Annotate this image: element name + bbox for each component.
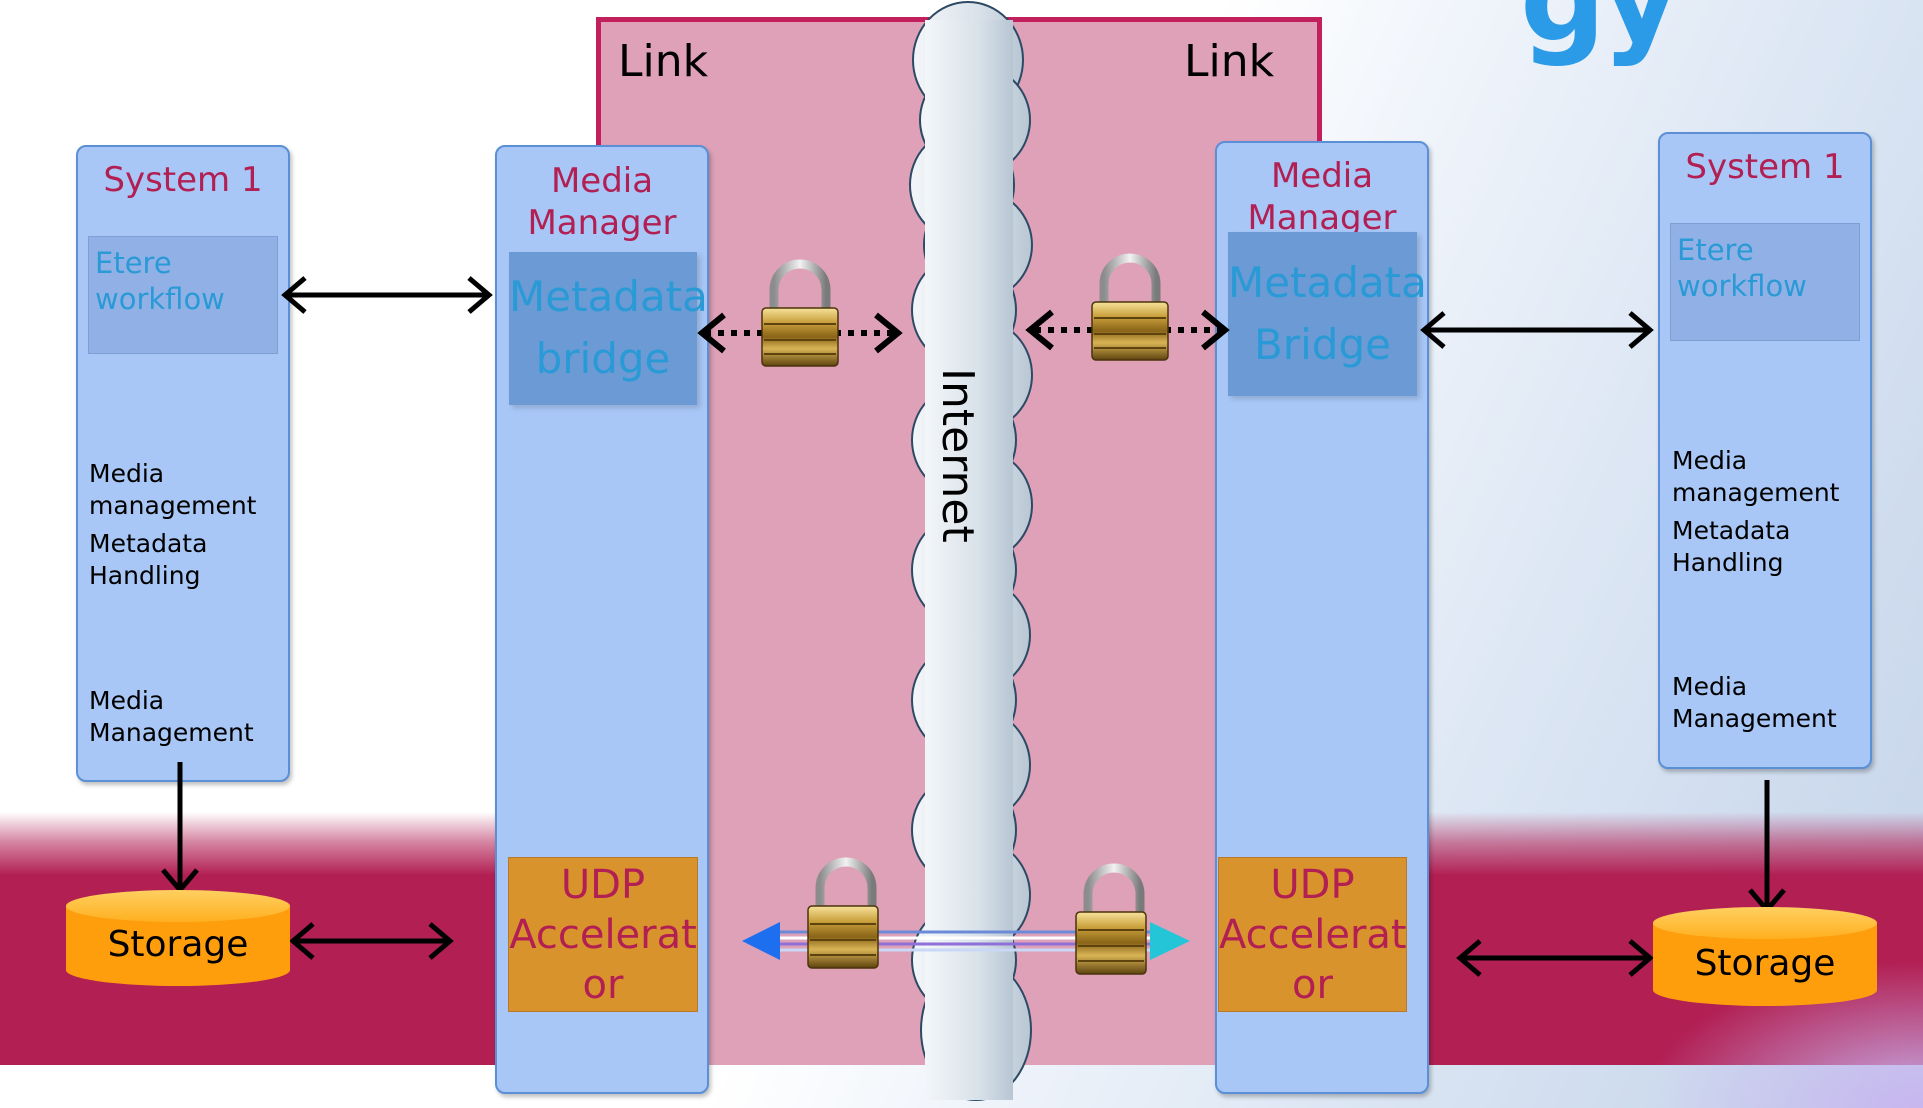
right-udp-accelerator-label: UDP Accelerat or: [1219, 862, 1407, 1008]
left-udp-accelerator-box: UDP Accelerat or: [508, 857, 698, 1012]
right-udp-accelerator-box: UDP Accelerat or: [1218, 857, 1407, 1012]
right-etere-workflow-label: Etere workflow: [1677, 233, 1807, 303]
title-fragment: gy: [1520, 0, 1680, 69]
right-etere-workflow-box: Etere workflow: [1670, 223, 1860, 341]
internet-label: Internet: [932, 368, 983, 543]
left-etere-workflow-label: Etere workflow: [95, 246, 225, 316]
right-metadata-bridge-box: Metadata Bridge: [1228, 232, 1427, 396]
padlock-icon: [1091, 253, 1169, 361]
padlock-icon: [807, 857, 879, 969]
right-media-management-text-2: Media Management: [1672, 672, 1837, 733]
left-media-management-text-2: Media Management: [89, 686, 254, 747]
left-system-title: System 1: [103, 160, 263, 200]
right-metadata-bridge-label: Metadata Bridge: [1228, 258, 1427, 369]
internet-cloud-icon: [909, 1, 1033, 1101]
storage-right-label: Storage: [1694, 943, 1836, 984]
left-metadata-bridge-label: Metadata bridge: [509, 272, 708, 383]
right-media-manager-title: Media Manager: [1247, 156, 1397, 238]
link-label-right: Link: [1184, 36, 1275, 87]
left-etere-workflow-box: Etere workflow: [88, 236, 278, 354]
link-label-left: Link: [618, 36, 709, 87]
right-metadata-handling-text: Metadata Handling: [1672, 516, 1791, 577]
right-system-title: System 1: [1685, 147, 1845, 187]
left-metadata-handling-text: Metadata Handling: [89, 529, 208, 590]
storage-cylinder-icon: [1653, 907, 1877, 1006]
storage-cylinder-icon: [66, 890, 290, 986]
right-media-management-text: Media management: [1672, 446, 1840, 507]
padlock-icon: [1075, 863, 1147, 975]
left-media-management-text: Media management: [89, 459, 257, 520]
left-udp-accelerator-label: UDP Accelerat or: [509, 862, 697, 1008]
left-metadata-bridge-box: Metadata bridge: [509, 252, 708, 405]
storage-left-label: Storage: [107, 924, 249, 965]
double-arrow-icon: [281, 276, 1654, 977]
dotted-arrow-icon: [697, 309, 1230, 354]
padlock-icon: [761, 259, 839, 367]
left-media-manager-title: Media Manager: [527, 161, 677, 243]
